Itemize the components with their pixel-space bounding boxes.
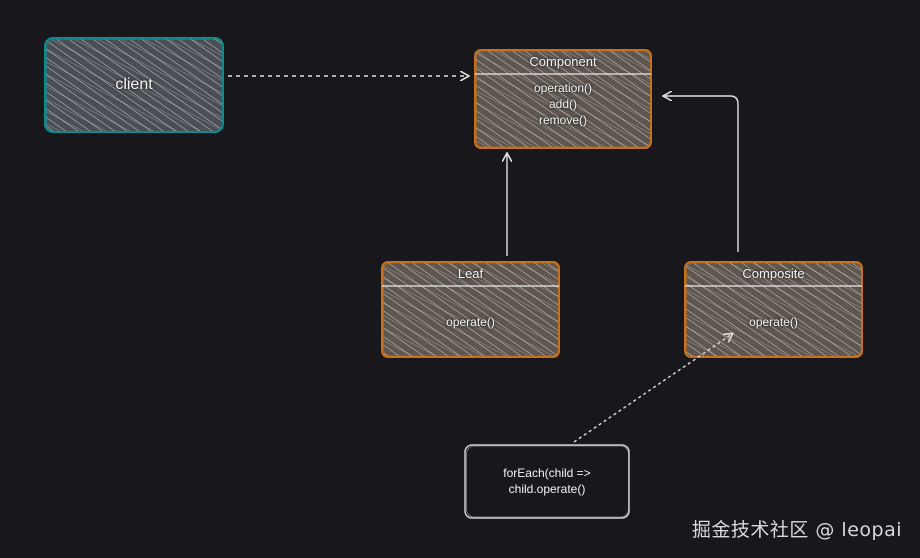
leaf-box[interactable]	[381, 261, 560, 358]
composite-method-operate: operate()	[749, 315, 798, 329]
note-line-2: child.operate()	[508, 482, 586, 496]
leaf-method-operate: operate()	[446, 315, 495, 329]
note-to-operate-arrow	[573, 334, 732, 443]
component-method-remove: remove()	[538, 113, 587, 127]
note-box[interactable]	[464, 444, 630, 519]
composite-title: Composite	[742, 266, 805, 281]
note-line-1: forEach(child =>	[503, 466, 591, 480]
component-method-add: add()	[548, 97, 577, 111]
client-label: client	[115, 76, 153, 93]
component-box[interactable]	[474, 49, 652, 149]
watermark: 掘金技术社区 @ leopai	[691, 519, 902, 541]
client-box[interactable]	[44, 37, 224, 133]
component-title: Component	[529, 54, 597, 69]
composite-to-component-arrow	[664, 96, 739, 252]
leaf-title: Leaf	[457, 266, 484, 281]
component-method-operation: operation()	[533, 81, 593, 95]
